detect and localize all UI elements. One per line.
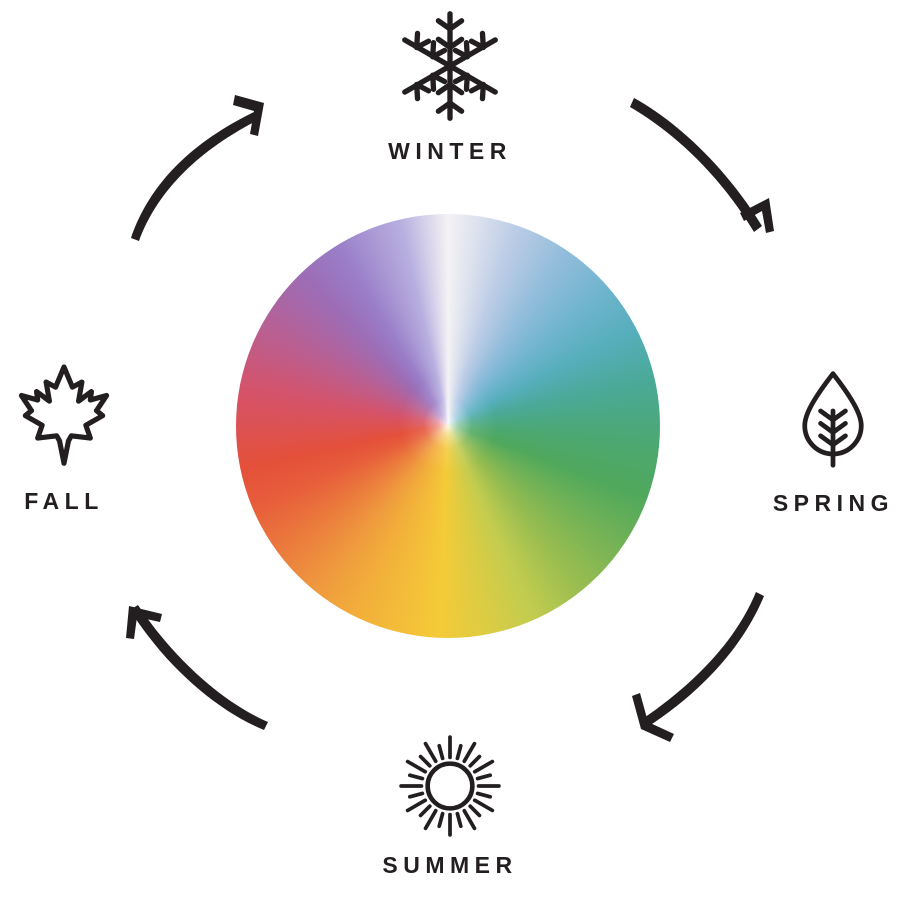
season-label-fall: FALL — [24, 488, 104, 514]
color-wheel-gradient — [236, 214, 660, 638]
snowflake-icon — [392, 8, 508, 124]
sun-icon — [398, 734, 502, 838]
season-label-winter: WINTER — [388, 138, 512, 164]
color-wheel — [236, 214, 660, 638]
season-node-fall[interactable]: FALL — [8, 358, 120, 515]
season-node-spring[interactable]: SPRING — [773, 368, 894, 517]
season-label-spring: SPRING — [772, 490, 894, 516]
season-node-summer[interactable]: SUMMER — [0, 734, 900, 879]
leaf-icon — [797, 368, 869, 472]
maple-leaf-icon — [8, 358, 120, 470]
season-node-winter[interactable]: WINTER — [0, 8, 900, 165]
season-label-summer: SUMMER — [382, 852, 518, 878]
